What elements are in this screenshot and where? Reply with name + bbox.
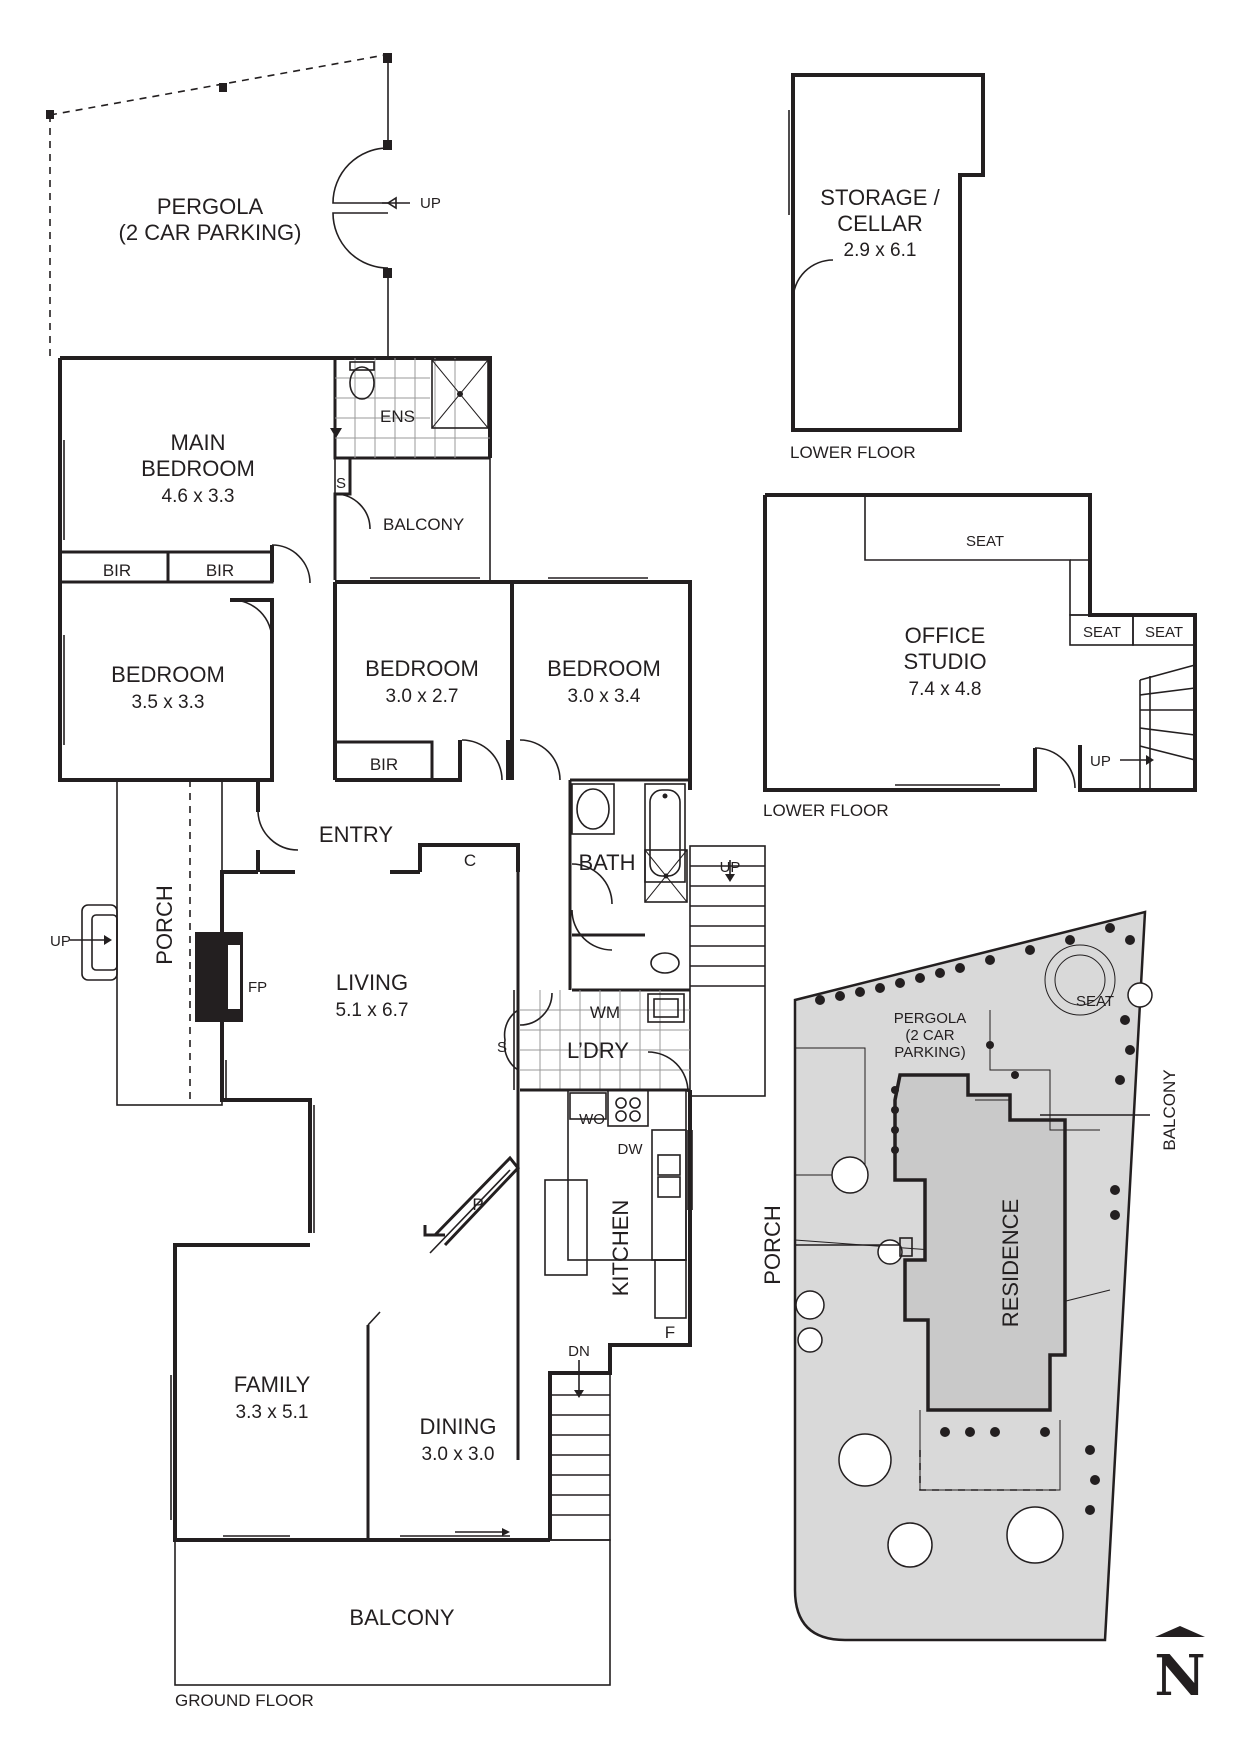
storage-cellar-plan xyxy=(788,73,985,432)
fp-label: FP xyxy=(248,979,267,996)
ens-label: ENS xyxy=(380,407,415,426)
bath-label: BATH xyxy=(578,850,635,875)
balcony-top-label: BALCONY xyxy=(383,515,464,534)
family-dim: 3.3 x 5.1 xyxy=(236,1402,309,1423)
main-bedroom-label-1: MAIN xyxy=(171,430,226,455)
balcony-bottom-label: BALCONY xyxy=(349,1605,454,1630)
bedroom-east-label: BEDROOM xyxy=(547,656,661,681)
ensuite-tiles xyxy=(335,358,490,458)
main-bedroom-label-2: BEDROOM xyxy=(141,456,255,481)
s-living-label: S xyxy=(497,1039,507,1056)
office-seat-2-label: SEAT xyxy=(1083,624,1121,641)
office-seat-3-label: SEAT xyxy=(1145,624,1183,641)
pergola-label-1: PERGOLA xyxy=(157,194,264,219)
north-arrow xyxy=(1155,1626,1205,1637)
c-label: C xyxy=(464,851,476,870)
site-plan xyxy=(793,910,1153,1642)
main-bedroom-dim: 4.6 x 3.3 xyxy=(162,486,235,507)
dn-label: DN xyxy=(568,1343,590,1360)
dw-label: DW xyxy=(618,1141,644,1158)
bir-2-label: BIR xyxy=(206,561,234,580)
storage-dim: 2.9 x 6.1 xyxy=(844,240,917,261)
laundry-tiles xyxy=(520,990,690,1090)
s-label-top: S xyxy=(336,475,346,492)
pergola-label-2: (2 CAR PARKING) xyxy=(119,220,302,245)
pantry-label: P xyxy=(472,1195,483,1214)
site-balcony-label: BALCONY xyxy=(1160,1069,1179,1150)
porch-up-label: UP xyxy=(50,933,71,950)
wm-label: WM xyxy=(590,1003,620,1022)
f-label: F xyxy=(665,1323,675,1342)
living-label: LIVING xyxy=(336,970,408,995)
ground-floor-plan xyxy=(46,53,766,1686)
storage-floor-caption: LOWER FLOOR xyxy=(790,443,916,462)
bir-1-label: BIR xyxy=(103,561,131,580)
office-seat-1-label: SEAT xyxy=(966,533,1004,550)
kitchen-label: KITCHEN xyxy=(608,1200,633,1297)
site-porch-label: PORCH xyxy=(760,1205,785,1284)
stair-treads xyxy=(690,865,765,987)
bedroom-central-label: BEDROOM xyxy=(365,656,479,681)
bedroom-west-label: BEDROOM xyxy=(111,662,225,687)
dining-dim: 3.0 x 3.0 xyxy=(422,1444,495,1465)
office-label-1: OFFICE xyxy=(905,623,986,648)
dining-label: DINING xyxy=(420,1414,497,1439)
bedroom-west-dim: 3.5 x 3.3 xyxy=(132,692,205,713)
labels: PERGOLA (2 CAR PARKING) UP ENS MAIN BEDR… xyxy=(50,185,1206,1710)
office-label-2: STUDIO xyxy=(903,649,986,674)
family-label: FAMILY xyxy=(234,1372,311,1397)
site-seat-label: SEAT xyxy=(1076,993,1114,1010)
site-pergola-label-2: (2 CAR xyxy=(905,1027,954,1044)
entry-label: ENTRY xyxy=(319,822,393,847)
office-floor-caption: LOWER FLOOR xyxy=(763,801,889,820)
bedroom-central-dim: 3.0 x 2.7 xyxy=(386,686,459,707)
porch-label: PORCH xyxy=(152,885,177,964)
site-residence-label: RESIDENCE xyxy=(998,1199,1023,1327)
laundry-label: L’DRY xyxy=(567,1038,629,1063)
wo-label: WO xyxy=(579,1111,605,1128)
office-dim: 7.4 x 4.8 xyxy=(909,679,982,700)
site-trees xyxy=(795,982,1153,1568)
ground-floor-caption: GROUND FLOOR xyxy=(175,1691,314,1710)
site-pergola-label-3: PARKING) xyxy=(894,1044,965,1061)
pergola-area xyxy=(46,53,410,358)
site-shrubs xyxy=(815,923,1135,1515)
storage-label-2: CELLAR xyxy=(837,211,923,236)
down-stair-treads xyxy=(550,1394,610,1516)
living-dim: 5.1 x 6.7 xyxy=(336,1000,409,1021)
site-pergola-label-1: PERGOLA xyxy=(894,1010,967,1027)
bir-3-label: BIR xyxy=(370,755,398,774)
bedroom-east-dim: 3.0 x 3.4 xyxy=(568,686,641,707)
pergola-up-label: UP xyxy=(420,195,441,212)
storage-label-1: STORAGE / xyxy=(820,185,940,210)
office-up-label: UP xyxy=(1090,753,1111,770)
north-letter: N xyxy=(1154,1643,1205,1709)
up-stairs-label: UP xyxy=(720,859,741,876)
office-stairs xyxy=(1139,664,1196,790)
office-studio-plan xyxy=(763,493,1197,792)
